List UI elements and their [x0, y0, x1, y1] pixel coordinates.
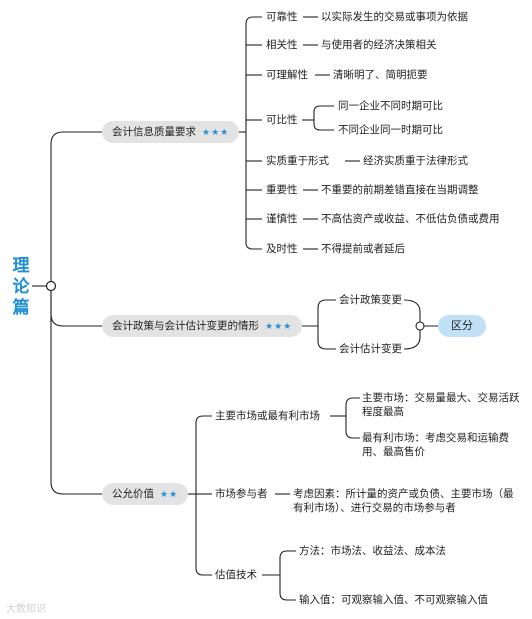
- branch-policy-estimate-changes[interactable]: 会计政策与会计估计变更的情形 ★★★: [102, 315, 303, 337]
- item-substance-over-form-desc: 经济实质重于法律形式: [363, 155, 468, 167]
- most-advantageous-market: 最有利市场：考虑交易和运输费用、最高售价: [362, 432, 509, 458]
- star-rating-icon: ★★★: [202, 128, 230, 138]
- watermark: 大数知识: [6, 604, 46, 615]
- policy-change: 会计政策变更: [339, 294, 402, 306]
- item-relevance-desc: 与使用者的经济决策相关: [321, 39, 437, 51]
- item-understandability-desc: 清晰明了、简明扼要: [333, 69, 428, 81]
- market-label: 主要市场或最有利市场: [215, 410, 320, 422]
- estimate-change: 会计估计变更: [339, 343, 402, 355]
- item-reliability: 可靠性: [266, 11, 298, 23]
- valuation-inputs: 输入值：可观察输入值、不可观察输入值: [299, 594, 488, 606]
- item-comparability-sub-2: 不同企业同一时期可比: [338, 124, 443, 136]
- item-materiality: 重要性: [266, 184, 298, 196]
- branch-quality-requirements-label: 会计信息质量要求: [112, 126, 196, 138]
- item-substance-over-form: 实质重于形式: [266, 155, 329, 167]
- market-participant-label: 市场参与者: [215, 488, 268, 500]
- item-understandability: 可理解性: [266, 69, 308, 81]
- root-title: 理论篇: [12, 256, 30, 318]
- distinguish-badge: 区分: [438, 315, 486, 337]
- branch-quality-requirements[interactable]: 会计信息质量要求 ★★★: [102, 121, 240, 143]
- star-rating-icon: ★★: [160, 490, 179, 500]
- valuation-methods: 方法：市场法、收益法、成本法: [299, 545, 446, 557]
- item-reliability-desc: 以实际发生的交易或事项为依据: [321, 11, 468, 23]
- item-relevance: 相关性: [266, 39, 298, 51]
- item-prudence: 谨慎性: [266, 213, 298, 225]
- item-comparability: 可比性: [266, 114, 298, 126]
- star-rating-icon: ★★★: [265, 322, 293, 332]
- principal-market: 主要市场：交易量最大、交易活跃程度最高: [362, 392, 520, 418]
- branch-policy-estimate-changes-label: 会计政策与会计估计变更的情形: [112, 320, 259, 332]
- item-timeliness-desc: 不得提前或者延后: [321, 243, 405, 255]
- item-materiality-desc: 不重要的前期差错直接在当期调整: [321, 184, 479, 196]
- branch-fair-value-label: 公允价值: [112, 488, 154, 500]
- item-prudence-desc: 不高估资产或收益、不低估负债或费用: [321, 213, 500, 225]
- valuation-technique-label: 估值技术: [215, 569, 257, 581]
- item-timeliness: 及时性: [266, 243, 298, 255]
- branch-fair-value[interactable]: 公允价值 ★★: [102, 483, 189, 505]
- item-comparability-sub-1: 同一企业不同时期可比: [338, 100, 443, 112]
- market-participant-desc: 考虑因素：所计量的资产或负债、主要市场（最有利市场）、进行交易的市场参与者: [293, 488, 514, 514]
